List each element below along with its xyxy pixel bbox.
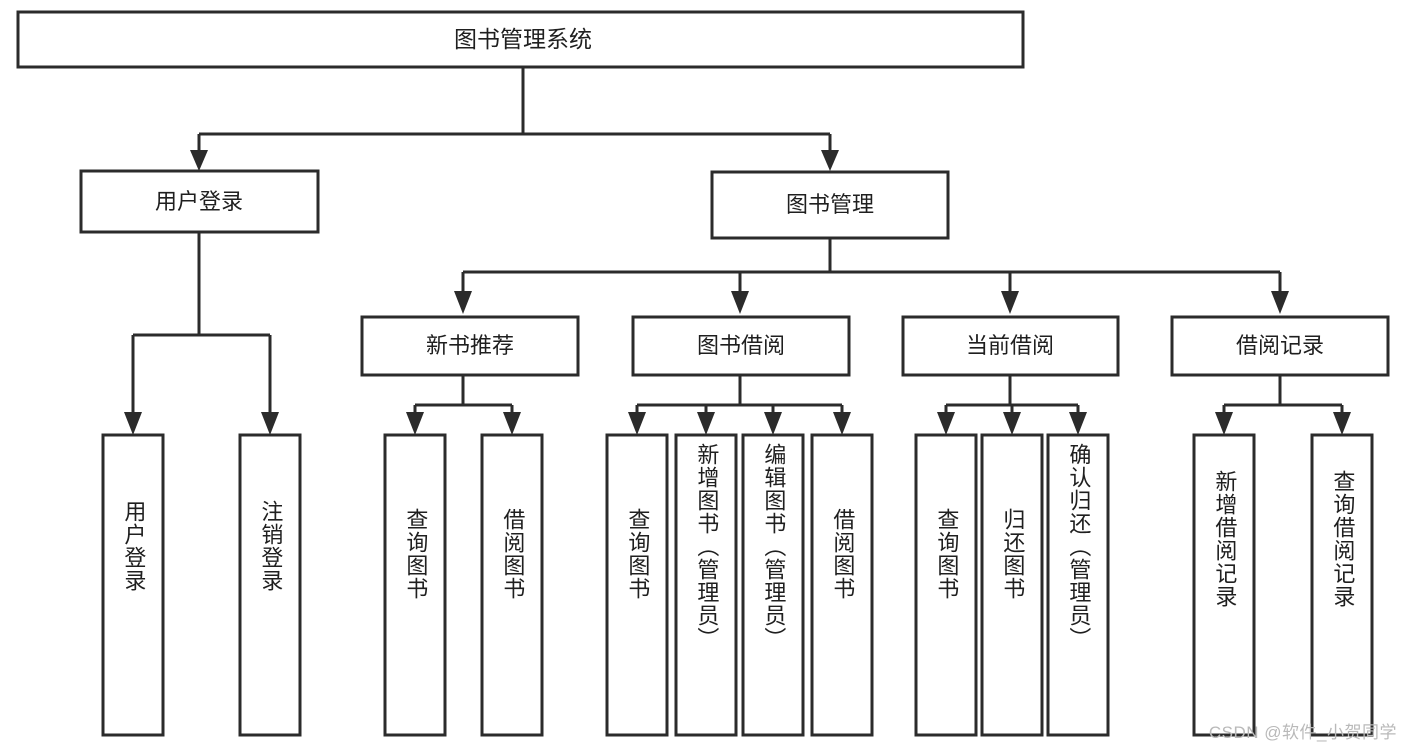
arrowhead-leaf-edit-book: [764, 412, 782, 435]
node-leaf-query-book-3-box[interactable]: [914, 433, 978, 737]
arrowhead-leaf-user-login: [124, 412, 142, 435]
connector-group-root: [190, 67, 839, 171]
arrowhead-new-book-rec: [454, 291, 472, 314]
node-root-label: 图书管理系统: [454, 26, 592, 52]
node-new-book-rec-label: 新书推荐: [426, 333, 514, 358]
node-borrow-record-label: 借阅记录: [1236, 333, 1324, 358]
node-book-manage-box[interactable]: [710, 170, 950, 240]
node-current-borrow-box[interactable]: [901, 315, 1120, 377]
arrowhead-leaf-add-book: [697, 412, 715, 435]
node-book-borrow-label: 图书借阅: [697, 333, 785, 358]
arrowhead-leaf-query-book-3: [937, 412, 955, 435]
node-borrow-record[interactable]: 借阅记录: [1170, 315, 1390, 377]
arrowhead-book-borrow: [731, 291, 749, 314]
connector-group-user-login: [124, 232, 279, 435]
node-new-book-rec[interactable]: 新书推荐: [360, 315, 580, 377]
arrowhead-borrow-record: [1271, 291, 1289, 314]
node-user-login-label: 用户登录: [155, 189, 243, 214]
node-leaf-logout-box[interactable]: [238, 433, 302, 737]
csdn-watermark: CSDN @软件_小贺同学: [1208, 723, 1397, 742]
arrowhead-leaf-return-book: [1003, 412, 1021, 435]
node-current-borrow-label: 当前借阅: [966, 333, 1054, 358]
connector-group-borrow-record: [1215, 375, 1351, 435]
arrowhead-leaf-query-book-2: [628, 412, 646, 435]
node-leaf-edit-book-box[interactable]: [741, 433, 805, 737]
arrowhead-leaf-logout: [261, 412, 279, 435]
node-leaf-borrow-book-2-box[interactable]: [810, 433, 874, 737]
arrowhead-leaf-query-book-1: [406, 412, 424, 435]
node-leaf-add-record-box[interactable]: [1192, 433, 1256, 737]
node-book-borrow[interactable]: 图书借阅: [631, 315, 851, 377]
arrowhead-current-borrow: [1001, 291, 1019, 314]
arrowhead-leaf-query-record: [1333, 412, 1351, 435]
node-root-box[interactable]: [16, 10, 1025, 69]
node-root[interactable]: 图书管理系统: [16, 10, 1025, 69]
node-leaf-add-book-box[interactable]: [674, 433, 738, 737]
node-leaf-query-record-box[interactable]: [1310, 433, 1374, 737]
arrowhead-leaf-confirm-return: [1069, 412, 1087, 435]
node-book-manage[interactable]: 图书管理: [710, 170, 950, 240]
node-leaf-borrow-book-1-box[interactable]: [480, 433, 544, 737]
arrowhead-leaf-add-record: [1215, 412, 1233, 435]
node-user-login-box[interactable]: [79, 169, 320, 234]
node-leaf-confirm-return-box[interactable]: [1046, 433, 1110, 737]
node-leaf-query-book-1-box[interactable]: [383, 433, 447, 737]
connector-group-current-borrow: [937, 375, 1087, 435]
node-leaf-return-book-box[interactable]: [980, 433, 1044, 737]
connector-group-new-book-rec: [406, 375, 521, 435]
arrowhead-leaf-borrow-book-2: [833, 412, 851, 435]
node-current-borrow[interactable]: 当前借阅: [901, 315, 1120, 377]
node-book-manage-label: 图书管理: [786, 192, 874, 217]
arrowhead-leaf-borrow-book-1: [503, 412, 521, 435]
node-book-borrow-box[interactable]: [631, 315, 851, 377]
connector-group-book-borrow: [628, 375, 851, 435]
connector-group-book-manage: [454, 238, 1289, 314]
node-new-book-rec-box[interactable]: [360, 315, 580, 377]
node-user-login[interactable]: 用户登录: [79, 169, 320, 234]
arrowhead-book-manage: [821, 150, 839, 171]
node-leaf-user-login-box[interactable]: [101, 433, 165, 737]
node-borrow-record-box[interactable]: [1170, 315, 1390, 377]
node-leaf-query-book-2-box[interactable]: [605, 433, 669, 737]
arrowhead-user-login: [190, 150, 208, 171]
